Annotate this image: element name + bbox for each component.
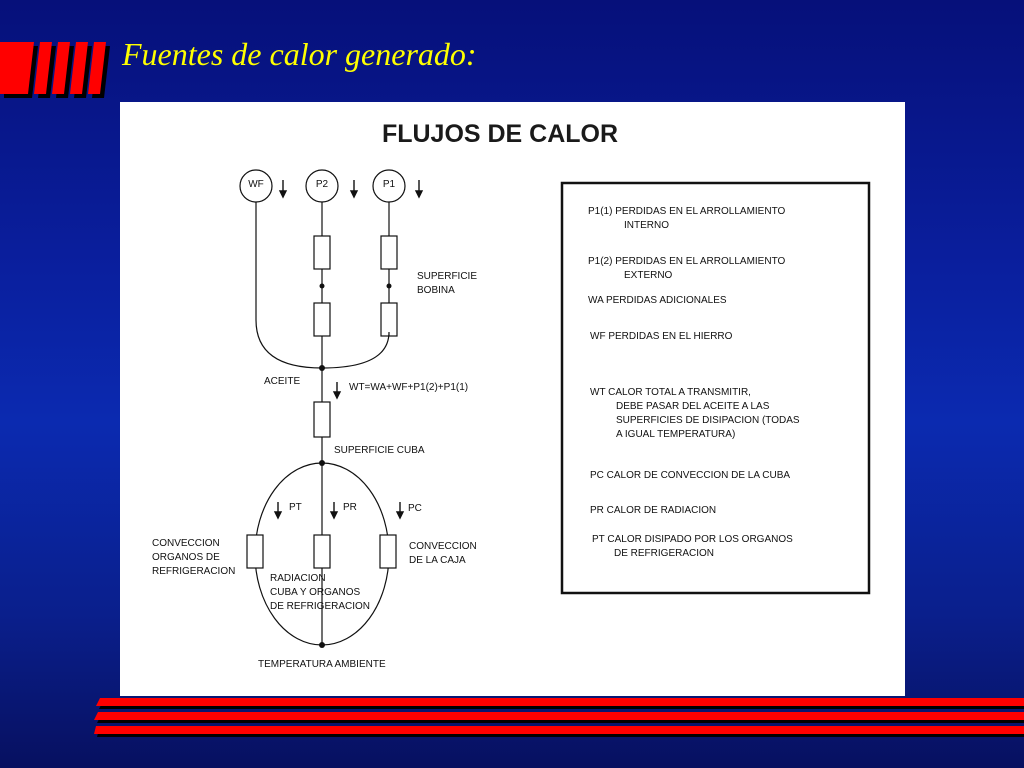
resistor-pt <box>246 534 264 569</box>
logo-bars <box>0 42 110 98</box>
label-radiacion-2: CUBA Y ORGANOS <box>270 587 361 598</box>
wf-branch <box>255 202 323 369</box>
arrow-p1 <box>414 180 424 199</box>
label-pt: PT <box>289 502 302 513</box>
legend-wf: WF PERDIDAS EN EL HIERRO <box>590 331 733 342</box>
resistor-p2-2 <box>313 302 331 337</box>
label-aceite: ACEITE <box>264 376 301 387</box>
legend-p1-1-line2: INTERNO <box>624 220 669 231</box>
arrow-pc <box>395 502 405 520</box>
legend-wt-line4: A IGUAL TEMPERATURA) <box>616 429 736 440</box>
resistor-pc <box>379 534 397 569</box>
arrow-wf <box>278 180 288 199</box>
arrow-wt <box>332 382 342 400</box>
legend-pc: PC CALOR DE CONVECCION DE LA CUBA <box>590 470 791 481</box>
legend-pt-line1: PT CALOR DISIPADO POR LOS ORGANOS <box>592 534 793 545</box>
label-conveccion-caja-1: CONVECCION <box>409 541 477 552</box>
diagram-drawing <box>239 169 871 648</box>
arrow-p2 <box>349 180 359 199</box>
resistor-trunk <box>313 401 331 438</box>
slide-title: Fuentes de calor generado: <box>122 36 477 72</box>
legend-p1-2-line2: EXTERNO <box>624 270 673 281</box>
source-label-p2: P2 <box>315 179 329 190</box>
legend-wt-line2: DEBE PASAR DEL ACEITE A LAS <box>616 401 770 412</box>
legend-p1-1-line1: P1(1) PERDIDAS EN EL ARROLLAMIENTO <box>588 206 786 217</box>
label-temperatura-ambiente: TEMPERATURA AMBIENTE <box>258 659 386 670</box>
legend-pr: PR CALOR DE RADIACION <box>590 505 717 516</box>
diagram-title: FLUJOS DE CALOR <box>381 120 619 148</box>
label-conveccion-organos-3: REFRIGERACION <box>152 566 236 577</box>
label-conveccion-organos-1: CONVECCION <box>152 538 220 549</box>
legend-p1-2-line1: P1(2) PERDIDAS EN EL ARROLLAMIENTO <box>588 256 786 267</box>
resistor-p1-2 <box>380 302 398 337</box>
label-conveccion-caja-2: DE LA CAJA <box>409 555 466 566</box>
resistor-p2-1 <box>313 235 331 270</box>
label-pc: PC <box>408 503 422 514</box>
arrow-pr <box>329 502 339 520</box>
legend-wa: WA PERDIDAS ADICIONALES <box>588 295 727 306</box>
arrow-pt <box>273 502 283 520</box>
p1-branch <box>321 331 390 369</box>
label-radiacion-1: RADIACION <box>270 573 326 584</box>
label-superficie: SUPERFICIE <box>417 271 478 282</box>
label-conveccion-organos-2: ORGANOS DE <box>152 552 220 563</box>
label-wt-formula: WT=WA+WF+P1(2)+P1(1) <box>349 382 469 393</box>
resistor-pr <box>313 534 331 569</box>
bottom-stripes <box>94 698 1024 737</box>
source-label-wf: WF <box>248 179 264 190</box>
label-bobina: BOBINA <box>417 285 455 296</box>
legend-pt-line2: DE REFRIGERACION <box>614 548 715 559</box>
label-pr: PR <box>343 502 357 513</box>
label-superficie-cuba: SUPERFICIE CUBA <box>334 445 425 456</box>
heat-flow-diagram: FLUJOS DE CALOR WF P2 P1 SUPERFICIE BOBI… <box>120 102 905 696</box>
legend-wt-line3: SUPERFICIES DE DISIPACION (TODAS <box>616 415 800 426</box>
resistor-p1-1 <box>380 235 398 270</box>
label-radiacion-3: DE REFRIGERACION <box>270 601 371 612</box>
legend-wt-line1: WT CALOR TOTAL A TRANSMITIR, <box>590 387 751 398</box>
source-label-p1: P1 <box>382 179 396 190</box>
legend-box <box>560 181 871 595</box>
